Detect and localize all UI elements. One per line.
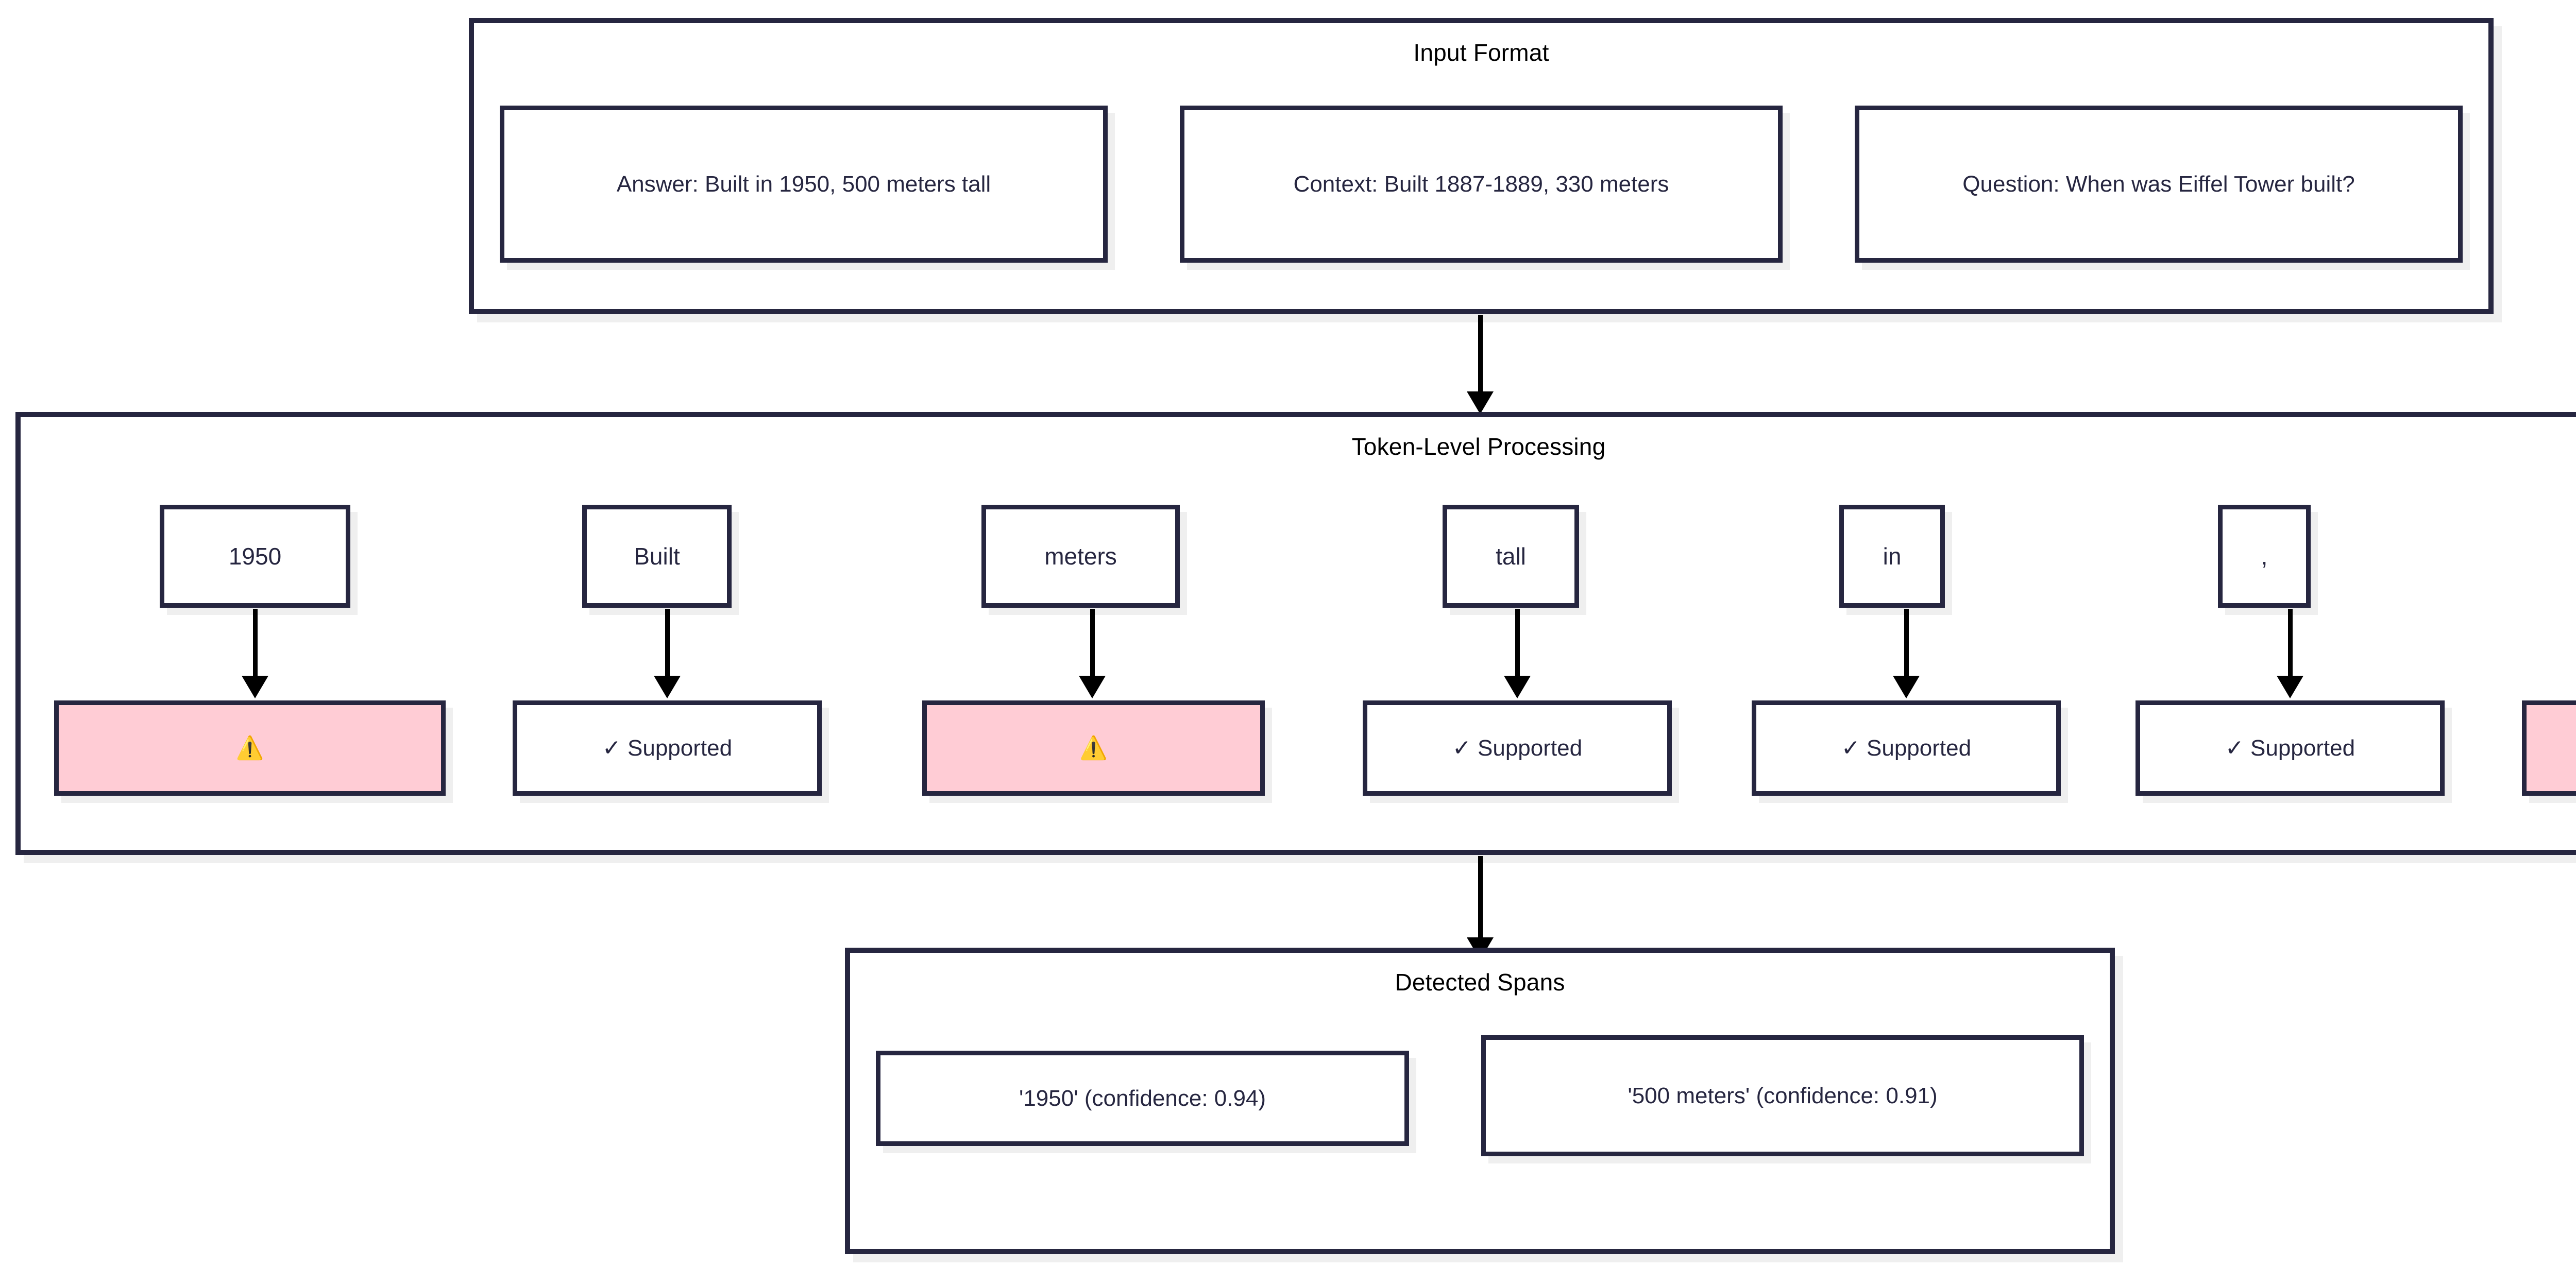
status-badge-hallucinated: ⚠️ [54, 700, 446, 796]
token-label: tall [1496, 542, 1526, 570]
token-label: , [2261, 542, 2268, 570]
detected-span-label: '1950' (confidence: 0.94) [1019, 1085, 1266, 1111]
input-item-context: Context: Built 1887-1889, 330 meters [1180, 106, 1783, 263]
input-format-title: Input Format [1413, 39, 1549, 66]
token-box: , [2218, 505, 2311, 608]
status-label: ✓ Supported [602, 735, 733, 761]
token-box: in [1839, 505, 1945, 608]
status-label: ✓ Supported [1841, 735, 1972, 761]
token-label: in [1883, 542, 1902, 570]
status-badge-supported: ✓ Supported [1752, 700, 2061, 796]
detected-spans-title: Detected Spans [1395, 969, 1565, 996]
input-item-answer-label: Answer: Built in 1950, 500 meters tall [616, 171, 991, 197]
status-badge-supported: ✓ Supported [1363, 700, 1672, 796]
status-badge-hallucinated: ⚠️ [922, 700, 1265, 796]
input-item-answer: Answer: Built in 1950, 500 meters tall [500, 106, 1108, 263]
token-processing-title: Token-Level Processing [1351, 433, 1606, 460]
input-item-context-label: Context: Built 1887-1889, 330 meters [1293, 171, 1669, 197]
status-badge-supported: ✓ Supported [2136, 700, 2445, 796]
detected-span-label: '500 meters' (confidence: 0.91) [1628, 1083, 1938, 1108]
token-box: tall [1443, 505, 1579, 608]
status-badge-supported: ✓ Supported [513, 700, 822, 796]
token-box: 1950 [160, 505, 350, 608]
token-box: meters [981, 505, 1180, 608]
warning-icon: ⚠️ [1079, 735, 1108, 761]
warning-icon: ⚠️ [235, 735, 264, 761]
token-label: 1950 [228, 542, 282, 570]
status-label: ✓ Supported [2225, 735, 2355, 761]
token-label: meters [1044, 542, 1117, 570]
input-item-question: Question: When was Eiffel Tower built? [1855, 106, 2463, 263]
token-box: Built [582, 505, 732, 608]
token-label: Built [634, 542, 680, 570]
detected-span-item: '1950' (confidence: 0.94) [876, 1051, 1409, 1146]
input-item-question-label: Question: When was Eiffel Tower built? [1962, 171, 2355, 197]
status-badge-hallucinated: ⚠️ [2522, 700, 2576, 796]
detected-span-item: '500 meters' (confidence: 0.91) [1481, 1035, 2084, 1156]
status-label: ✓ Supported [1452, 735, 1583, 761]
